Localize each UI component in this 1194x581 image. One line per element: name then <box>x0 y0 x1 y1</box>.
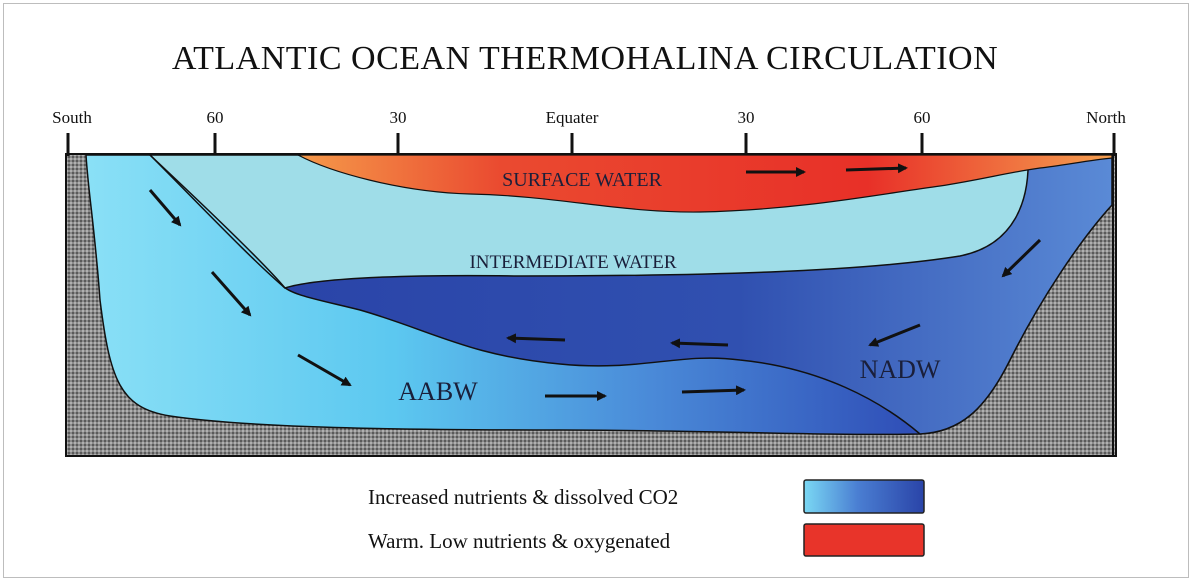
label-nadw: NADW <box>860 355 941 384</box>
lat-label-equator: Equater <box>545 108 599 127</box>
arrow-aabw-3 <box>297 353 352 387</box>
legend-swatch-nutrients <box>803 479 925 514</box>
figure-frame <box>3 3 1189 578</box>
label-aabw: AABW <box>398 377 478 406</box>
lat-label-30s: 30 <box>389 108 407 127</box>
arrow-aabw-5 <box>681 385 746 396</box>
aabw-boundary <box>149 154 286 289</box>
label-intermediate-water: INTERMEDIATE WATER <box>469 252 676 273</box>
label-surface-water: SURFACE WATER <box>502 169 663 191</box>
diagram-title: ATLANTIC OCEAN THERMOHALINA CIRCULATION <box>171 40 999 77</box>
lat-label-south: South <box>52 108 92 127</box>
arrow-nadw-3 <box>506 333 566 344</box>
arrow-nadw-1 <box>1001 238 1042 278</box>
legend-label-nutrients: Increased nutrients & dissolved CO2 <box>368 485 679 509</box>
legend-label-warm: Warm. Low nutrients & oxygenated <box>368 529 671 553</box>
arrow-aabw-1 <box>148 189 182 227</box>
surface-water <box>297 154 1113 213</box>
lat-label-60n: 60 <box>913 108 931 127</box>
lat-label-30n: 30 <box>737 108 755 127</box>
arrow-nadw-4 <box>670 338 729 349</box>
flow-arrows <box>148 163 1042 401</box>
lat-label-60s: 60 <box>206 108 224 127</box>
arrow-aabw-2 <box>210 271 252 317</box>
north-edge <box>1112 155 1114 456</box>
latitude-ticks <box>66 133 1116 156</box>
lat-label-north: North <box>1086 108 1126 127</box>
arrow-nadw-2 <box>868 323 921 347</box>
legend-swatch-warm <box>803 523 925 557</box>
arrow-surface-2 <box>845 163 908 174</box>
